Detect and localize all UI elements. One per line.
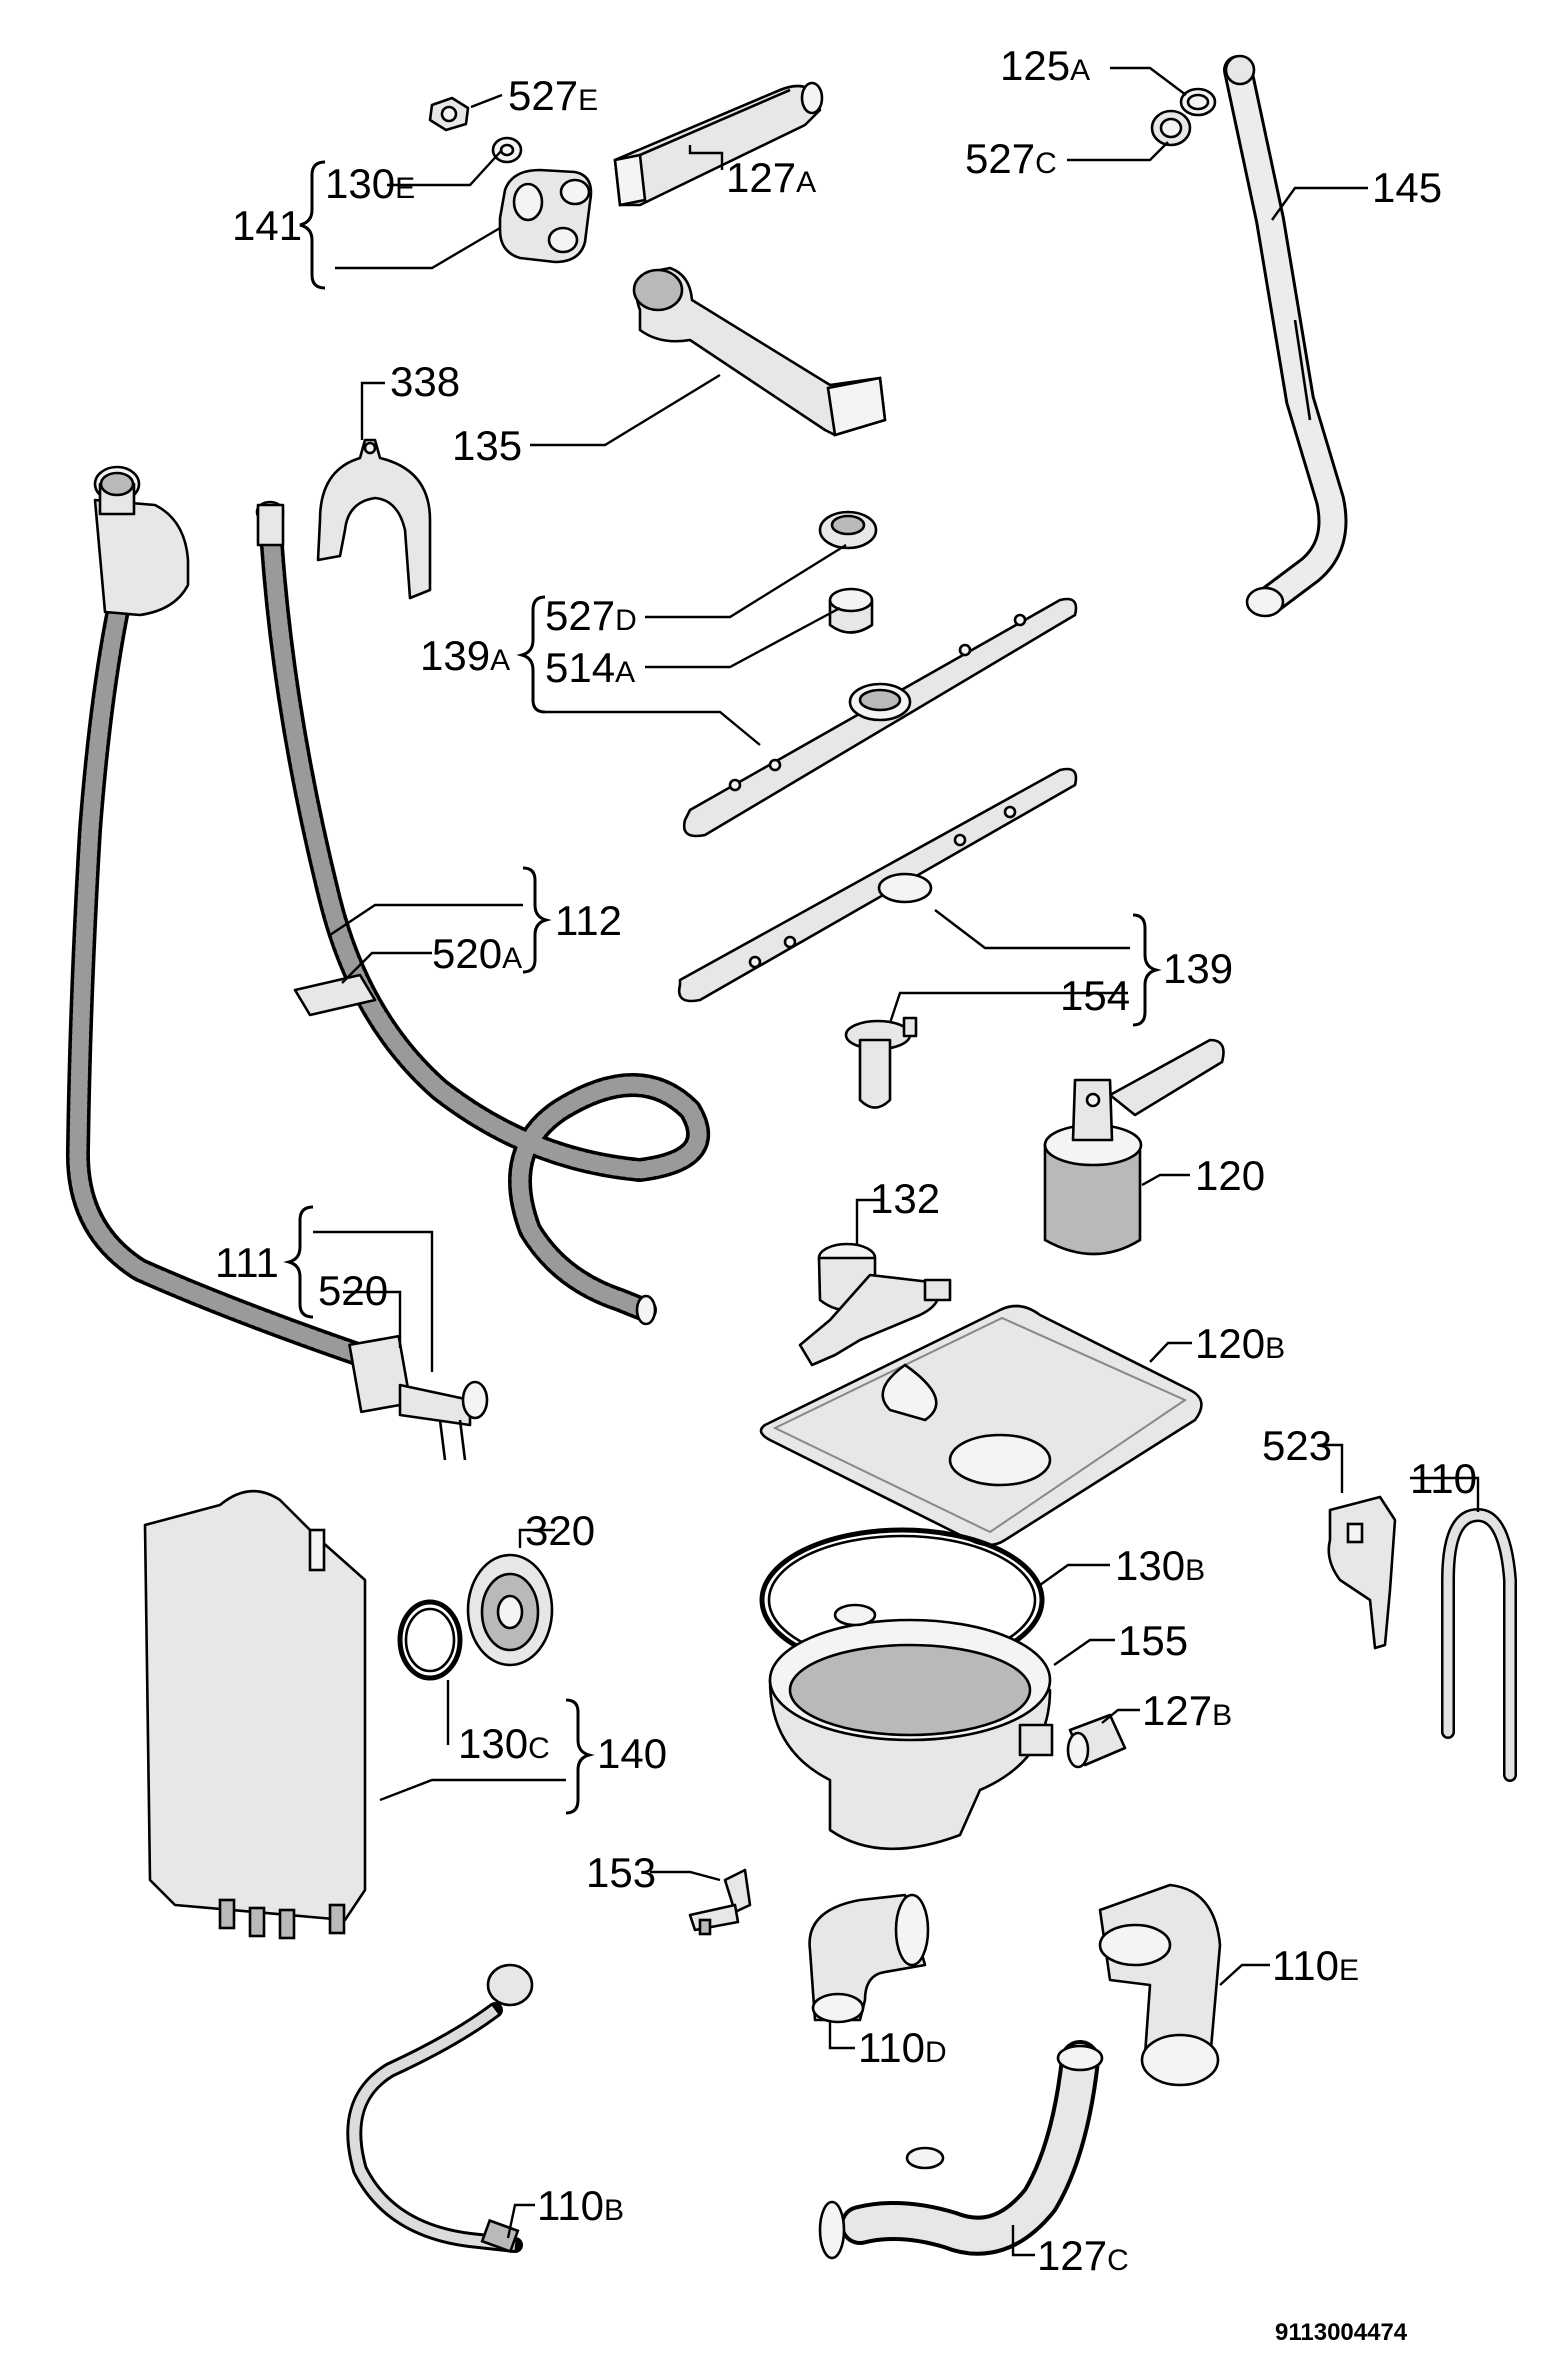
brace-140 bbox=[565, 1698, 595, 1815]
part-120b-flat-filter bbox=[759, 1304, 1203, 1547]
part-130e-washer bbox=[491, 136, 523, 164]
label-145: 145 bbox=[1372, 164, 1442, 211]
brace-139a bbox=[516, 595, 546, 714]
label-527d: 527D bbox=[545, 592, 637, 639]
label-520a: 520A bbox=[432, 930, 522, 977]
label-527e: 527E bbox=[508, 72, 598, 119]
part-110d-elbow bbox=[808, 1893, 930, 2024]
label-338: 338 bbox=[390, 358, 460, 405]
part-127a-duct bbox=[613, 81, 824, 207]
label-520: 520 bbox=[318, 1267, 388, 1314]
part-155-sump bbox=[768, 1603, 1054, 1851]
brace-111 bbox=[283, 1205, 314, 1319]
part-527e-nut bbox=[428, 96, 470, 132]
part-140-softener bbox=[143, 1489, 367, 1940]
label-110b: 110B bbox=[537, 2182, 624, 2229]
part-145-pipe bbox=[1223, 54, 1348, 618]
part-110-tube bbox=[1441, 1507, 1517, 1782]
part-111-inlet-hose bbox=[65, 465, 489, 1461]
label-127b: 127B bbox=[1142, 1687, 1232, 1734]
part-523-bracket bbox=[1327, 1495, 1397, 1650]
part-527c-nut bbox=[1150, 109, 1192, 147]
part-514a-hub bbox=[828, 587, 874, 634]
part-135-duct bbox=[632, 266, 887, 437]
label-320: 320 bbox=[525, 1507, 595, 1554]
label-514a: 514A bbox=[545, 644, 635, 691]
part-125a-oring bbox=[1179, 87, 1217, 117]
label-140: 140 bbox=[597, 1730, 667, 1777]
label-110: 110 bbox=[1410, 1455, 1477, 1502]
part-127b-sleeve bbox=[1066, 1713, 1127, 1769]
label-130c: 130C bbox=[458, 1720, 550, 1767]
document-number: 9113004474 bbox=[1275, 2319, 1408, 2346]
leader-lines bbox=[313, 66, 1480, 2257]
label-139: 139 bbox=[1163, 945, 1233, 992]
part-110b-hose bbox=[346, 1963, 534, 2254]
label-132: 132 bbox=[870, 1175, 940, 1222]
part-139a-spray-arm bbox=[682, 597, 1078, 838]
part-112-drain-hose bbox=[255, 500, 711, 1326]
label-155: 155 bbox=[1118, 1617, 1188, 1664]
label-120: 120 bbox=[1195, 1152, 1265, 1199]
part-120-filter bbox=[1043, 1038, 1225, 1256]
label-110d: 110D bbox=[858, 2024, 947, 2071]
part-154-holder bbox=[844, 1016, 918, 1109]
label-523: 523 bbox=[1262, 1422, 1332, 1469]
label-139a: 139A bbox=[420, 632, 510, 679]
label-111: 111 bbox=[215, 1239, 279, 1286]
label-141: 141 bbox=[232, 202, 302, 249]
part-527d-hub bbox=[818, 510, 878, 550]
label-130b: 130B bbox=[1115, 1542, 1205, 1589]
part-141-connector bbox=[498, 168, 593, 264]
part-320-cap bbox=[466, 1553, 554, 1667]
label-135: 135 bbox=[452, 422, 522, 469]
label-527c: 527C bbox=[965, 135, 1057, 182]
part-130c-ring bbox=[397, 1599, 463, 1681]
label-153: 153 bbox=[586, 1849, 656, 1896]
part-110e-elbow bbox=[1098, 1883, 1222, 2087]
part-153 bbox=[688, 1868, 752, 1936]
brace-112 bbox=[522, 866, 552, 974]
label-120b: 120B bbox=[1195, 1320, 1285, 1367]
label-112: 112 bbox=[555, 897, 622, 944]
part-139-spray-arm bbox=[677, 767, 1078, 1003]
brace-141 bbox=[299, 160, 326, 290]
part-338-clip bbox=[316, 438, 432, 600]
label-127a: 127A bbox=[726, 154, 816, 201]
brace-139 bbox=[1132, 913, 1162, 1027]
label-125a: 125A bbox=[1000, 42, 1090, 89]
part-127c-hose bbox=[818, 2040, 1104, 2260]
label-130e: 130E bbox=[325, 160, 415, 207]
label-127c: 127C bbox=[1037, 2232, 1129, 2279]
label-154: 154 bbox=[1060, 972, 1130, 1019]
part-132 bbox=[798, 1242, 952, 1367]
label-110e: 110E bbox=[1272, 1942, 1359, 1989]
